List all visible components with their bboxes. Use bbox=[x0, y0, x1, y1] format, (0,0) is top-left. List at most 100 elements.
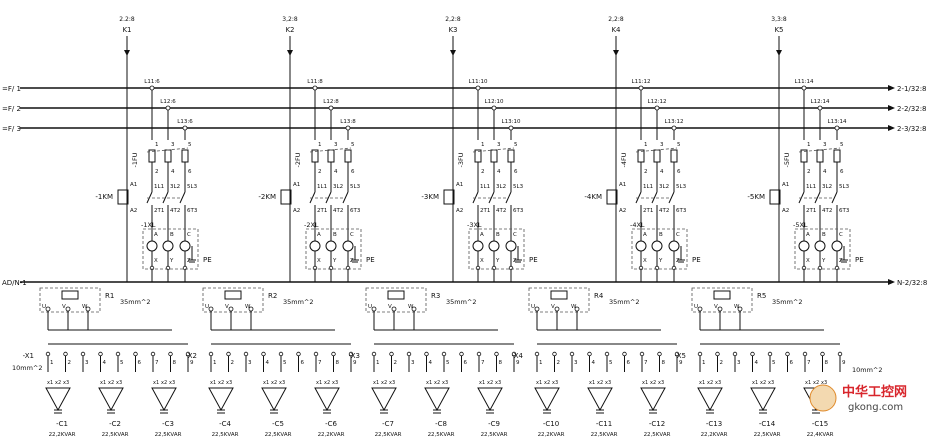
cap-term-label-3: x3 bbox=[332, 380, 338, 386]
x-pin-1 bbox=[45, 351, 51, 357]
uvw-label-1: U bbox=[205, 304, 209, 310]
xl-top-letter-3: C bbox=[839, 232, 843, 238]
r-resistor bbox=[224, 290, 242, 300]
cap-term-label-3: x3 bbox=[63, 380, 69, 386]
xl-top-letter-1: A bbox=[317, 232, 321, 238]
uvw-label-1: U bbox=[694, 304, 698, 310]
fuse-3 bbox=[833, 149, 841, 163]
cap-term-label-1: x1 bbox=[536, 380, 542, 386]
uvw-label-3: W bbox=[82, 304, 88, 310]
contact-in-2: 3L2 bbox=[659, 184, 669, 190]
bus-tap-node-2 bbox=[165, 105, 171, 111]
coil-pin-a2: A2 bbox=[619, 208, 626, 214]
km-coil bbox=[280, 189, 292, 205]
bus-label-right-1: 2-1/32:8 bbox=[897, 85, 927, 93]
cap-term-label-2: x2 bbox=[324, 380, 330, 386]
xl-coil-2 bbox=[162, 240, 174, 252]
tap-label-1: L11:12 bbox=[632, 79, 651, 85]
contact-in-2: 3L2 bbox=[170, 184, 180, 190]
cap-term-label-1: x1 bbox=[752, 380, 758, 386]
x-pin-4 bbox=[261, 351, 266, 357]
x-pin-label-9: 9 bbox=[516, 360, 520, 366]
xl-bot-letter-3: Z bbox=[513, 258, 517, 264]
contact-in-3: 5L3 bbox=[513, 184, 524, 190]
contact-in-1: 1L1 bbox=[806, 184, 816, 190]
x-pin-6 bbox=[622, 351, 627, 357]
contact-blade-1 bbox=[309, 191, 316, 204]
contact-out-3: 6T3 bbox=[187, 208, 198, 214]
contact-in-2: 3L2 bbox=[496, 184, 506, 190]
x-pin-2 bbox=[552, 351, 557, 357]
xl-top-letter-1: A bbox=[154, 232, 158, 238]
cap-delta bbox=[477, 387, 503, 412]
xl-top-letter-2: B bbox=[170, 232, 174, 238]
cap-delta bbox=[45, 387, 71, 412]
x-pin-label-1: 1 bbox=[50, 360, 54, 366]
fuse-label: -4FU bbox=[620, 152, 628, 167]
contact-in-1: 1L1 bbox=[480, 184, 490, 190]
cap-rating: 22,5KVAR bbox=[428, 432, 455, 438]
cap-term-label-3: x3 bbox=[768, 380, 774, 386]
coil-pin-a2: A2 bbox=[456, 208, 463, 214]
fuse-pin-bot-2: 4 bbox=[823, 169, 827, 175]
uvw-label-3: W bbox=[408, 304, 414, 310]
cap-delta bbox=[261, 387, 287, 412]
fuse-pin-bot-3: 6 bbox=[840, 169, 844, 175]
km-label: -4KM bbox=[584, 193, 602, 201]
watermark-logo bbox=[809, 384, 837, 412]
x-pin-label-5: 5 bbox=[446, 360, 450, 366]
x-pin-1 bbox=[534, 351, 540, 357]
cap-rating: 22,2KVAR bbox=[49, 432, 76, 438]
bus-tap-node-3 bbox=[345, 125, 351, 131]
xl-bot-letter-1: X bbox=[480, 258, 484, 264]
x-pin-9 bbox=[674, 351, 680, 357]
fuse-pin-top-3: 5 bbox=[514, 142, 518, 148]
cap-rating: 22,2KVAR bbox=[318, 432, 345, 438]
r-resistor bbox=[550, 290, 568, 300]
cap-name: -C11 bbox=[596, 420, 612, 428]
xl-coil-1 bbox=[798, 240, 810, 252]
cap-term-label-3: x3 bbox=[715, 380, 721, 386]
fuse-3 bbox=[507, 149, 515, 163]
contact-blade-3 bbox=[505, 191, 512, 204]
fuse-pin-bot-3: 6 bbox=[351, 169, 355, 175]
cap-name: -C10 bbox=[543, 420, 559, 428]
fuse-pin-bot-2: 4 bbox=[171, 169, 175, 175]
contact-out-2: 4T2 bbox=[496, 208, 506, 214]
r-resistor bbox=[387, 290, 405, 300]
cap-rating: 22,5KVAR bbox=[265, 432, 292, 438]
cable-note-right: 10mm^2 bbox=[852, 366, 883, 374]
x-pin-5 bbox=[767, 351, 773, 357]
x-pin-label-8: 8 bbox=[173, 360, 177, 366]
fuse-pin-top-3: 5 bbox=[351, 142, 355, 148]
uvw-node-1 bbox=[208, 306, 214, 312]
xl-bot-letter-1: X bbox=[806, 258, 810, 264]
bus-tap-node-1 bbox=[638, 85, 644, 91]
cap-name: -C13 bbox=[706, 420, 722, 428]
xl-coil-2 bbox=[325, 240, 337, 252]
bus-tap-node-3 bbox=[834, 125, 840, 131]
cap-delta bbox=[314, 387, 340, 412]
xl-coil-3 bbox=[668, 240, 680, 252]
tap-label-1: L11:8 bbox=[307, 79, 323, 85]
x-pin-8 bbox=[494, 351, 499, 357]
pe-label: PE bbox=[855, 256, 864, 264]
fuse-pin-top-2: 3 bbox=[334, 142, 338, 148]
contact-in-1: 1L1 bbox=[317, 184, 327, 190]
uvw-label-1: U bbox=[368, 304, 372, 310]
contact-out-1: 2T1 bbox=[643, 208, 653, 214]
xl-coil-1 bbox=[146, 240, 158, 252]
x-pin-6 bbox=[785, 351, 790, 357]
fuse-2 bbox=[653, 149, 661, 163]
tap-label-2: L12:10 bbox=[485, 99, 504, 105]
uvw-node-1 bbox=[371, 306, 377, 312]
contact-out-2: 4T2 bbox=[333, 208, 343, 214]
cable-label: 35mm^2 bbox=[446, 298, 477, 306]
cap-name: -C7 bbox=[382, 420, 394, 428]
tap-label-3: L13:6 bbox=[177, 119, 193, 125]
k-ref-label: 3,2:8 bbox=[282, 16, 298, 23]
r-label: R1 bbox=[105, 292, 114, 300]
x-pin-label-1: 1 bbox=[376, 360, 380, 366]
x-pin-label-8: 8 bbox=[499, 360, 503, 366]
cable-note-left: 10mm^2 bbox=[12, 364, 43, 372]
